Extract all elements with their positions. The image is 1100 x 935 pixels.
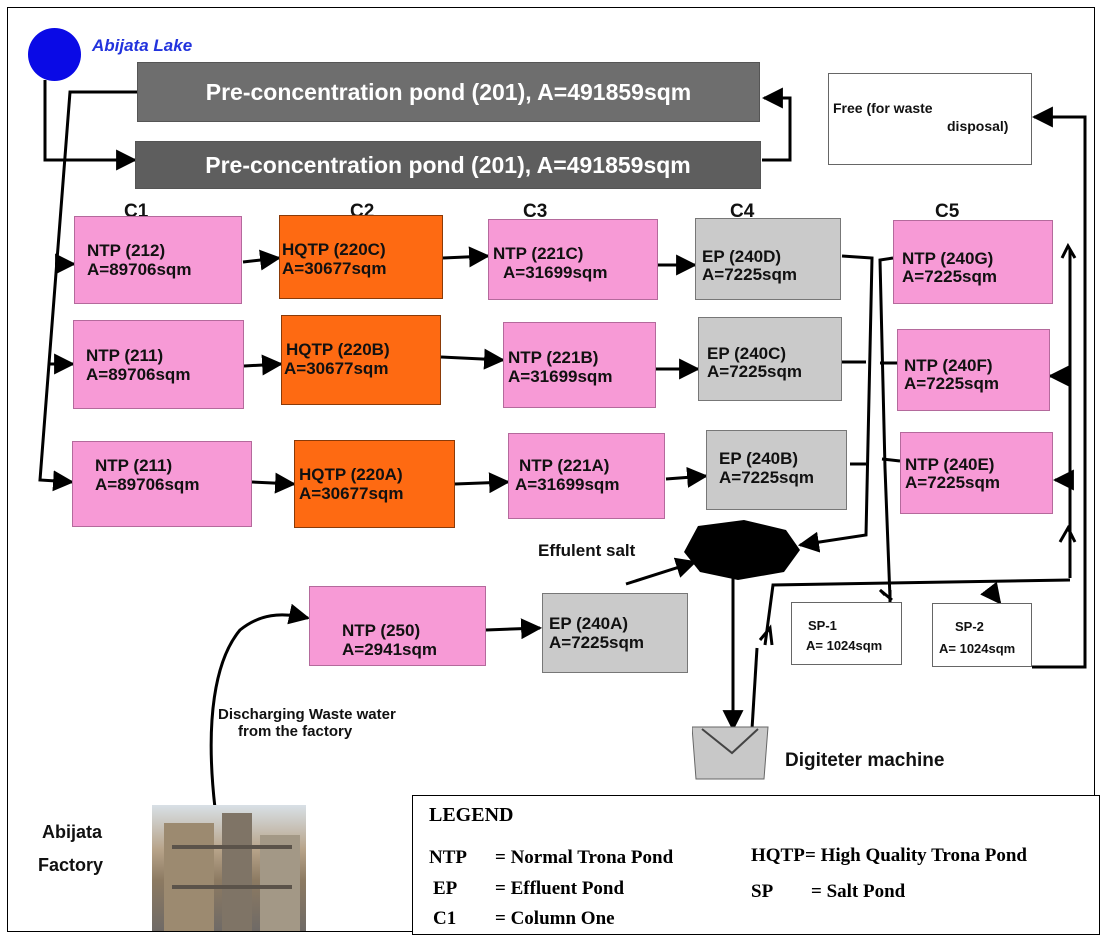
pond-area: A=30677sqm <box>284 359 389 378</box>
pond-area: A=30677sqm <box>299 484 404 503</box>
pond-area: A=31699sqm <box>503 263 608 282</box>
pond-hqtp-220a: HQTP (220A) A=30677sqm <box>294 440 455 528</box>
factory-label-line1: Abijata <box>42 822 103 842</box>
pond-area: A=30677sqm <box>282 259 387 278</box>
pond-ntp-221a: NTP (221A) A=31699sqm <box>508 433 665 519</box>
pond-ep-240d: EP (240D) A=7225sqm <box>695 218 841 300</box>
pond-hqtp-220c: HQTP (220C) A=30677sqm <box>279 215 443 299</box>
abijata-lake-circle <box>28 28 81 81</box>
free-waste-disposal-box: Free (for waste disposal) <box>828 73 1032 165</box>
pond-area: A=7225sqm <box>904 374 999 393</box>
pond-name: NTP (221B) <box>508 348 599 367</box>
pond-ntp-211-lower: NTP (211) A=89706sqm <box>72 441 252 527</box>
legend-desc-ep: = Effluent Pond <box>495 878 625 899</box>
legend-abbr-sp: SP <box>751 881 774 902</box>
factory-label-line2: Factory <box>38 855 104 875</box>
sp1-name: SP-1 <box>808 618 837 633</box>
pond-area: A=7225sqm <box>905 473 1000 492</box>
pond-name: HQTP (220B) <box>286 340 390 359</box>
pond-area: A=7225sqm <box>719 468 814 487</box>
pond-hqtp-220b: HQTP (220B) A=30677sqm <box>281 315 441 405</box>
column-c4-label: C4 <box>730 201 755 222</box>
discharge-label-line1: Discharging Waste water <box>218 706 396 723</box>
pond-name: NTP (240E) <box>905 455 995 474</box>
pond-area: A=31699sqm <box>508 367 613 386</box>
legend-desc-ntp: = Normal Trona Pond <box>495 847 674 868</box>
legend-box: LEGEND NTP = Normal Trona Pond HQTP = Hi… <box>412 795 1100 935</box>
pond-ntp-211-upper: NTP (211) A=89706sqm <box>73 320 244 409</box>
preconcentration-pond-bottom: Pre-concentration pond (201), A=491859sq… <box>135 141 761 189</box>
pond-ntp-240e: NTP (240E) A=7225sqm <box>900 432 1053 514</box>
effluent-salt-blob <box>684 520 800 580</box>
salt-pond-sp2: SP-2 A= 1024sqm <box>932 603 1032 667</box>
column-c3-label: C3 <box>523 201 548 222</box>
preconcentration-pond-top-label: Pre-concentration pond (201), A=491859sq… <box>205 78 692 105</box>
column-c5-label: C5 <box>935 201 960 222</box>
preconcentration-pond-top: Pre-concentration pond (201), A=491859sq… <box>137 62 760 122</box>
pond-name: NTP (221A) <box>519 456 610 475</box>
pond-ep-240a: EP (240A) A=7225sqm <box>542 593 688 673</box>
pond-area: A=7225sqm <box>549 633 644 652</box>
pond-name: NTP (212) <box>87 241 166 260</box>
pond-area: A=31699sqm <box>515 475 620 494</box>
pond-name: EP (240B) <box>719 449 799 468</box>
pond-ep-240c: EP (240C) A=7225sqm <box>698 317 842 401</box>
pond-area: A=89706sqm <box>86 365 191 384</box>
free-label-line1: Free (for waste <box>833 100 933 116</box>
pond-ntp-221c: NTP (221C) A=31699sqm <box>488 219 658 300</box>
pond-name: NTP (211) <box>86 346 164 365</box>
pond-ep-240b: EP (240B) A=7225sqm <box>706 430 847 510</box>
pond-area: A=89706sqm <box>87 260 192 279</box>
pond-ntp-240f: NTP (240F) A=7225sqm <box>897 329 1050 411</box>
legend-desc-hqtp: = High Quality Trona Pond <box>805 845 1027 866</box>
sp2-area: A= 1024sqm <box>939 641 1016 656</box>
pond-area: A=2941sqm <box>342 640 437 659</box>
legend-abbr-hqtp: HQTP <box>751 845 805 866</box>
pond-area: A=7225sqm <box>707 362 802 381</box>
pond-name: EP (240C) <box>707 344 787 363</box>
legend-desc-sp: = Salt Pond <box>811 881 906 902</box>
legend-abbr-c1: C1 <box>433 908 457 929</box>
pond-name: NTP (250) <box>342 621 421 640</box>
pond-name: HQTP (220C) <box>282 240 386 259</box>
pond-ntp-212: NTP (212) A=89706sqm <box>74 216 242 304</box>
legend-abbr-ntp: NTP <box>429 847 467 868</box>
pond-name: EP (240D) <box>702 247 782 266</box>
legend-abbr-ep: EP <box>433 878 458 899</box>
pond-area: A=7225sqm <box>902 267 997 286</box>
pond-ntp-221b: NTP (221B) A=31699sqm <box>503 322 656 408</box>
sp2-name: SP-2 <box>955 619 984 634</box>
legend-desc-c1: = Column One <box>495 908 615 929</box>
salt-pond-sp1: SP-1 A= 1024sqm <box>791 602 902 665</box>
preconcentration-pond-bottom-label: Pre-concentration pond (201), A=491859sq… <box>205 151 691 178</box>
pond-name: NTP (211) <box>95 456 173 475</box>
sp1-area: A= 1024sqm <box>806 638 883 653</box>
pond-name: NTP (221C) <box>493 244 584 263</box>
pond-name: NTP (240G) <box>902 249 994 268</box>
legend-title: LEGEND <box>429 804 514 826</box>
discharge-label-line2: from the factory <box>238 723 353 740</box>
pond-name: NTP (240F) <box>904 356 993 375</box>
abijata-lake-label: Abijata Lake <box>92 36 193 55</box>
pond-area: A=7225sqm <box>702 265 797 284</box>
pond-area: A=89706sqm <box>95 475 200 494</box>
pond-name: EP (240A) <box>549 614 629 633</box>
digiteter-machine-label: Digiteter machine <box>785 750 945 771</box>
factory-photo <box>152 805 306 931</box>
effluent-salt-label: Effulent salt <box>538 541 636 560</box>
pond-ntp-250: NTP (250) A=2941sqm <box>309 586 486 666</box>
digiteter-machine-icon <box>692 726 769 780</box>
free-label-line2: disposal) <box>947 118 1009 134</box>
pond-name: HQTP (220A) <box>299 465 403 484</box>
pond-ntp-240g: NTP (240G) A=7225sqm <box>893 220 1053 304</box>
